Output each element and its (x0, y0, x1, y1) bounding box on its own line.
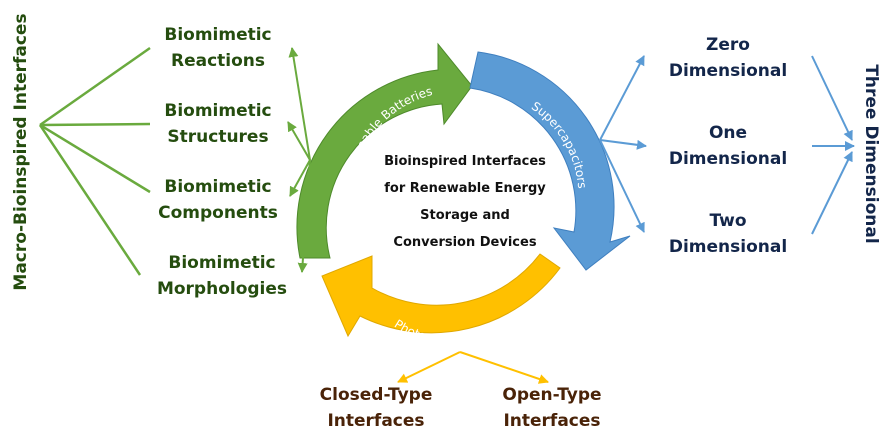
two-dimensional: Two Dimensional (669, 211, 787, 257)
left-item-2-line1: Biomimetic (164, 101, 271, 121)
right-item-3-line1: Two (709, 211, 746, 231)
biomimetic-components: Biomimetic Components (158, 177, 278, 223)
bottom-items: Closed-Type Interfaces Open-Type Interfa… (320, 385, 602, 431)
biomimetic-structures: Biomimetic Structures (164, 101, 271, 147)
three-dimensional-title: Three Dimensional (861, 64, 881, 243)
bottom-item-1-line1: Closed-Type (320, 385, 433, 405)
left-item-4-line2: Morphologies (157, 279, 287, 299)
center-line-3: Storage and (420, 208, 510, 223)
left-item-4-line1: Biomimetic (168, 253, 275, 273)
right-item-1-line2: Dimensional (669, 61, 787, 81)
blue-arrows-right (811, 55, 855, 235)
blue-arrows-left (599, 55, 647, 233)
left-items: Biomimetic Reactions Biomimetic Structur… (157, 25, 287, 299)
biomimetic-morphologies: Biomimetic Morphologies (157, 253, 287, 299)
macro-bioinspired-title: Macro-Bioinspired Interfaces (11, 13, 31, 290)
left-item-3-line2: Components (158, 203, 278, 223)
right-items: Zero Dimensional One Dimensional Two Dim… (669, 35, 787, 257)
right-item-1-line1: Zero (706, 35, 750, 55)
one-dimensional: One Dimensional (669, 123, 787, 169)
closed-type-interfaces: Closed-Type Interfaces (320, 385, 433, 431)
center-line-2: for Renewable Energy (384, 181, 546, 196)
center-line-4: Conversion Devices (393, 235, 536, 250)
green-cycle-arrow (296, 42, 473, 259)
bottom-item-2-line1: Open-Type (502, 385, 601, 405)
left-item-1-line1: Biomimetic (164, 25, 271, 45)
biomimetic-reactions: Biomimetic Reactions (164, 25, 271, 71)
zero-dimensional: Zero Dimensional (669, 35, 787, 81)
cycle-arrows (296, 42, 631, 338)
blue-cycle-arrow (469, 51, 631, 271)
left-item-3-line1: Biomimetic (164, 177, 271, 197)
left-item-2-line2: Structures (167, 127, 268, 147)
center-title: Bioinspired Interfaces for Renewable Ene… (384, 154, 546, 250)
open-type-interfaces: Open-Type Interfaces (502, 385, 601, 431)
right-item-2-line2: Dimensional (669, 149, 787, 169)
right-item-3-line2: Dimensional (669, 237, 787, 257)
yellow-cycle-arrow (321, 253, 561, 338)
bottom-item-2-line2: Interfaces (503, 411, 600, 431)
left-fan-lines (38, 46, 151, 276)
right-item-2-line1: One (709, 123, 747, 143)
bottom-item-1-line2: Interfaces (327, 411, 424, 431)
left-item-1-line2: Reactions (171, 51, 265, 71)
green-arrows (287, 47, 311, 273)
yellow-arrows (397, 351, 549, 384)
center-line-1: Bioinspired Interfaces (384, 154, 546, 169)
